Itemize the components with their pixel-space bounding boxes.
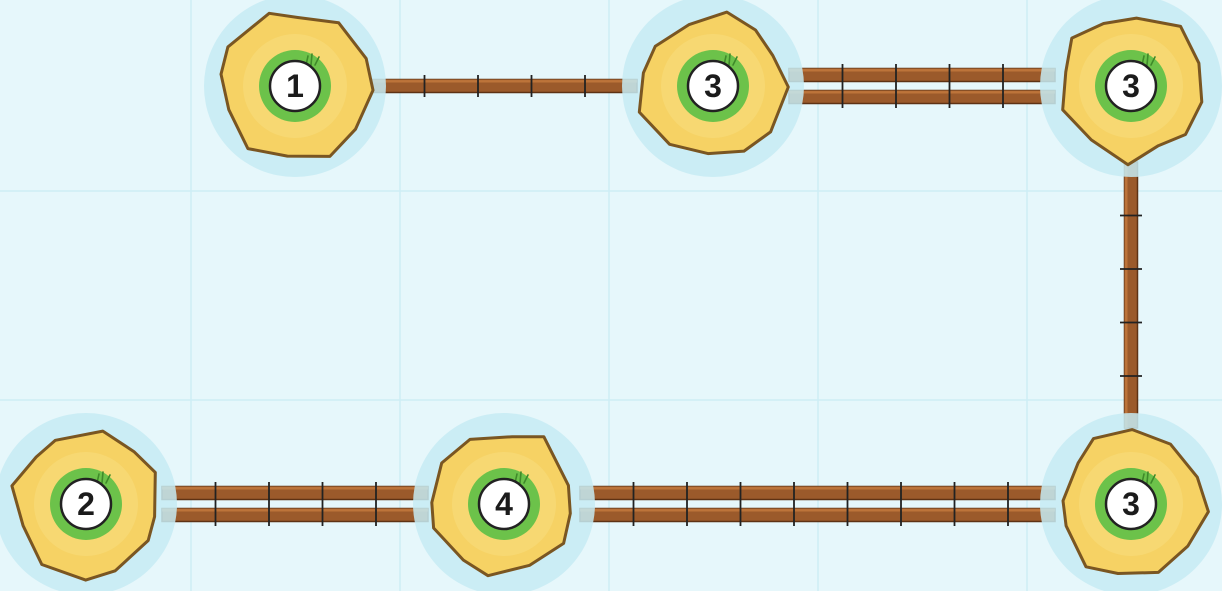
island-a[interactable]: 1 xyxy=(204,0,386,177)
bridge-highlight xyxy=(371,80,637,83)
island-number: 1 xyxy=(286,68,304,104)
island-number: 3 xyxy=(1122,486,1140,522)
bridge-highlight xyxy=(789,91,1055,94)
bridge-highlight xyxy=(1125,162,1128,428)
bridge-a-b[interactable] xyxy=(371,75,637,97)
bridge-highlight xyxy=(162,487,428,490)
island-b[interactable]: 3 xyxy=(622,0,804,177)
island-number: 3 xyxy=(1122,68,1140,104)
island-f[interactable]: 3 xyxy=(1040,413,1222,591)
bridge-highlight xyxy=(789,69,1055,72)
bridge-d-e[interactable] xyxy=(162,482,428,526)
bridge-highlight xyxy=(580,487,1055,490)
bridge-highlight xyxy=(580,509,1055,512)
bridge-c-f[interactable] xyxy=(1120,162,1142,428)
island-number: 2 xyxy=(77,486,95,522)
island-e[interactable]: 4 xyxy=(413,413,595,591)
island-number: 3 xyxy=(704,68,722,104)
bridge-b-c[interactable] xyxy=(789,64,1055,108)
island-number: 4 xyxy=(495,486,513,522)
island-c[interactable]: 3 xyxy=(1040,0,1222,177)
bridge-highlight xyxy=(162,509,428,512)
island-d[interactable]: 2 xyxy=(0,413,177,591)
